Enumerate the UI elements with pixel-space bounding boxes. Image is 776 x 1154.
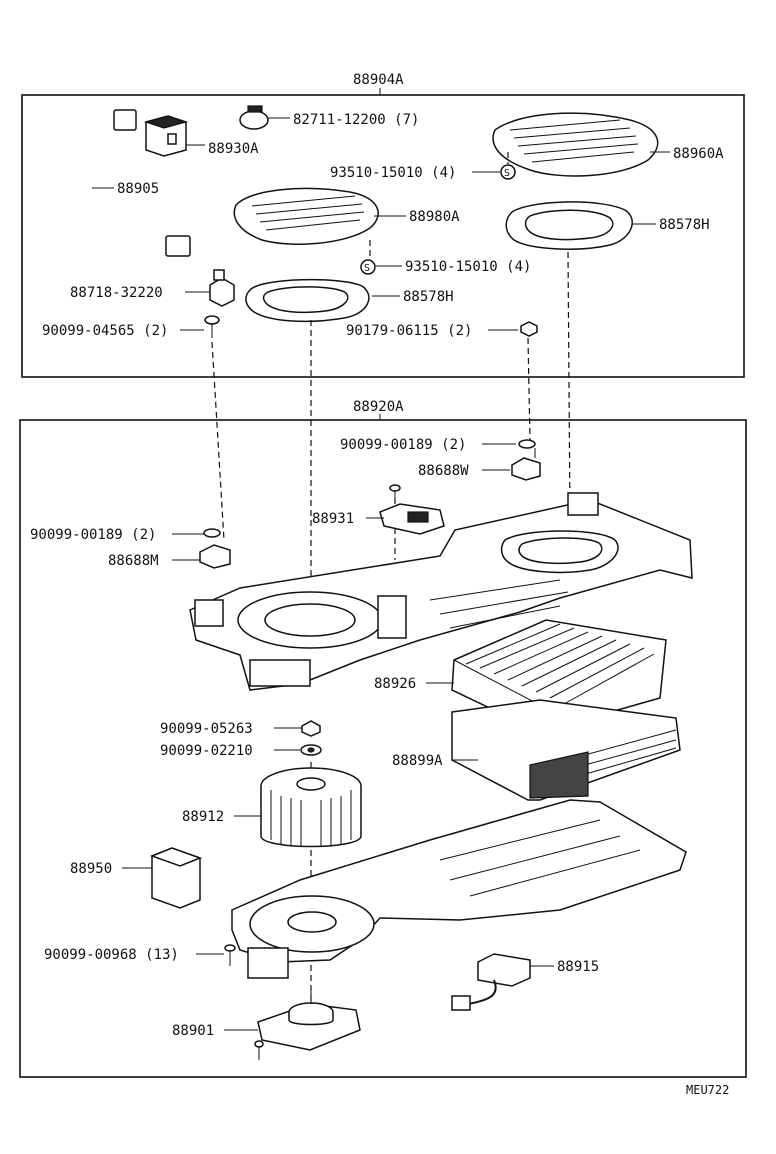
label-88688w: 88688W: [418, 463, 469, 479]
washer-05263: [301, 720, 321, 737]
callout-88926: 88926: [374, 676, 454, 692]
bracket-88931: [379, 484, 445, 535]
label-90099-00189-left: 90099-00189 (2): [30, 527, 156, 543]
label-93510-bottom: 93510-15010 (4): [405, 259, 531, 275]
callout-88915: 88915: [530, 959, 599, 975]
s-symbol-2-text: S: [364, 263, 370, 274]
block-88950: [149, 847, 203, 909]
label-88718: 88718-32220: [70, 285, 163, 301]
label-88901: 88901: [172, 1023, 214, 1039]
switch-88930a: [143, 115, 189, 157]
callout-88899a: 88899A: [392, 753, 478, 769]
label-88980a: 88980A: [409, 209, 460, 225]
callout-88950: 88950: [70, 861, 152, 877]
label-88899a: 88899A: [392, 753, 443, 769]
gasket-right: [505, 201, 633, 250]
label-88578h-right: 88578H: [659, 217, 710, 233]
label-82711: 82711-12200 (7): [293, 112, 419, 128]
label-88930a: 88930A: [208, 141, 259, 157]
callout-88931: 88931: [312, 511, 384, 527]
callout-88901: 88901: [172, 1023, 258, 1039]
assembly-label-top: 88904A: [353, 72, 404, 88]
callout-88980a: 88980A: [374, 209, 460, 225]
label-90099-04565: 90099-04565 (2): [42, 323, 168, 339]
callout-88578h-right: 88578H: [632, 217, 710, 233]
label-90099-05263: 90099-05263: [160, 721, 253, 737]
callout-90099-00189-right: 90099-00189 (2): [340, 437, 516, 453]
motor-88901: [254, 990, 361, 1060]
washer-02210: [300, 744, 322, 756]
screw-00968: [224, 944, 236, 966]
harness-88915: [451, 953, 531, 1011]
callout-88960a: 88960A: [650, 146, 724, 162]
callout-88930a: 88930A: [186, 141, 259, 157]
callout-88718: 88718-32220: [70, 285, 210, 301]
callout-90099-00189-left: 90099-00189 (2): [30, 527, 204, 543]
upper-assembly-frame: 88904A: [21, 72, 745, 378]
sensor-88718: [209, 269, 235, 307]
fan-88912: [260, 767, 362, 848]
label-88915: 88915: [557, 959, 599, 975]
clip-ring: [239, 105, 269, 130]
wire-harness: [50, 109, 191, 263]
filter-88899a: [451, 699, 681, 801]
upper-case-housing: [189, 492, 693, 691]
label-88905: 88905: [117, 181, 159, 197]
label-88960a: 88960A: [673, 146, 724, 162]
diagram-code: MEU722: [686, 1083, 729, 1097]
callout-90099-04565: 90099-04565 (2): [42, 323, 204, 339]
callout-82711: 82711-12200 (7): [268, 112, 419, 128]
callout-88912: 88912: [182, 809, 262, 825]
label-90099-00968: 90099-00968 (13): [44, 947, 179, 963]
callout-90099-05263: 90099-05263: [160, 721, 302, 737]
s-symbol-2: S: [360, 259, 376, 275]
cover-88960a: [492, 112, 659, 177]
label-93510-top: 93510-15010 (4): [330, 165, 456, 181]
callout-88905: 88905: [92, 181, 159, 197]
label-88926: 88926: [374, 676, 416, 692]
callout-88578h-left: 88578H: [372, 289, 454, 305]
assembly-label-bottom: 88920A: [353, 399, 404, 415]
bracket-88688m: [199, 528, 231, 569]
callout-88688w: 88688W: [418, 463, 510, 479]
callout-90179: 90179-06115 (2): [346, 323, 518, 339]
label-88578h-left: 88578H: [403, 289, 454, 305]
label-90099-00189-right: 90099-00189 (2): [340, 437, 466, 453]
gasket-left: [245, 278, 370, 323]
callout-93510-top: 93510-15010 (4): [330, 165, 500, 181]
label-88688m: 88688M: [108, 553, 159, 569]
screw-90099-04565: [204, 315, 220, 338]
cover-88980a: [233, 187, 379, 245]
label-90099-02210: 90099-02210: [160, 743, 253, 759]
label-88931: 88931: [312, 511, 354, 527]
label-88950: 88950: [70, 861, 112, 877]
callout-90099-02210: 90099-02210: [160, 743, 300, 759]
callout-88688m: 88688M: [108, 553, 200, 569]
bracket-88688w: [511, 439, 541, 481]
s-symbol-1: S: [500, 164, 516, 180]
lower-assembly-frame: 88920A: [19, 399, 747, 1078]
s-symbol-1-text: S: [504, 168, 510, 179]
nut-90179: [520, 321, 538, 337]
label-90179: 90179-06115 (2): [346, 323, 472, 339]
callout-93510-bottom: 93510-15010 (4): [376, 259, 531, 275]
label-88912: 88912: [182, 809, 224, 825]
lower-case-housing: [231, 799, 687, 979]
callout-90099-00968: 90099-00968 (13): [44, 947, 224, 963]
